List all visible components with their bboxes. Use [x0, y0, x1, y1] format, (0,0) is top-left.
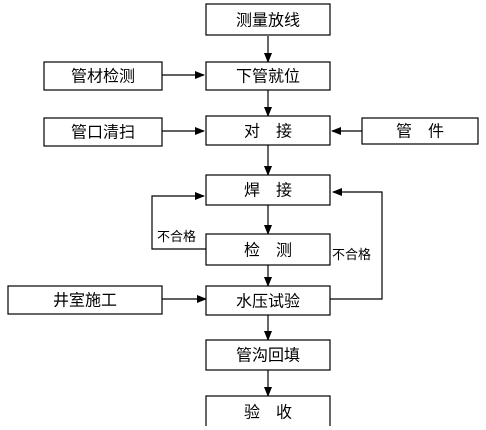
label-port-cleaning: 管口清扫 — [71, 123, 135, 142]
label-pipe-placement: 下管就位 — [236, 67, 300, 86]
label-trench-backfill: 管沟回填 — [236, 346, 300, 365]
label-acceptance: 验 收 — [244, 403, 292, 422]
note-fail-right: 不合格 — [332, 247, 371, 263]
box-chamber-construction — [7, 285, 163, 315]
box-pipe-inspection — [43, 61, 163, 91]
connectors — [151, 36, 383, 397]
box-welding — [205, 174, 331, 206]
box-pipe-placement — [205, 61, 331, 91]
box-testing — [205, 233, 331, 266]
box-port-cleaning — [43, 117, 163, 147]
box-hydro-test — [205, 285, 331, 316]
label-welding: 焊 接 — [244, 181, 292, 200]
box-butt-joint — [205, 115, 331, 146]
loop-hydro-fail-to-welding — [330, 188, 383, 300]
note-fail-left: 不合格 — [157, 229, 196, 245]
failure-notes: 不合格 不合格 — [157, 229, 371, 263]
label-survey-layout: 测量放线 — [236, 11, 300, 30]
process-labels: 测量放线 下管就位 管材检测 对 接 管口清扫 管 件 焊 接 检 测 水压试验… — [53, 11, 444, 422]
label-butt-joint: 对 接 — [244, 122, 292, 141]
process-boxes — [7, 3, 479, 429]
box-fittings — [361, 117, 479, 145]
label-fittings: 管 件 — [396, 122, 444, 141]
label-hydro-test: 水压试验 — [236, 292, 300, 311]
label-chamber-construction: 井室施工 — [53, 291, 117, 310]
loop-testing-fail-to-welding — [151, 192, 206, 250]
box-trench-backfill — [205, 339, 331, 371]
box-survey-layout — [205, 3, 331, 36]
label-testing: 检 测 — [244, 241, 292, 260]
label-pipe-inspection: 管材检测 — [71, 67, 135, 86]
